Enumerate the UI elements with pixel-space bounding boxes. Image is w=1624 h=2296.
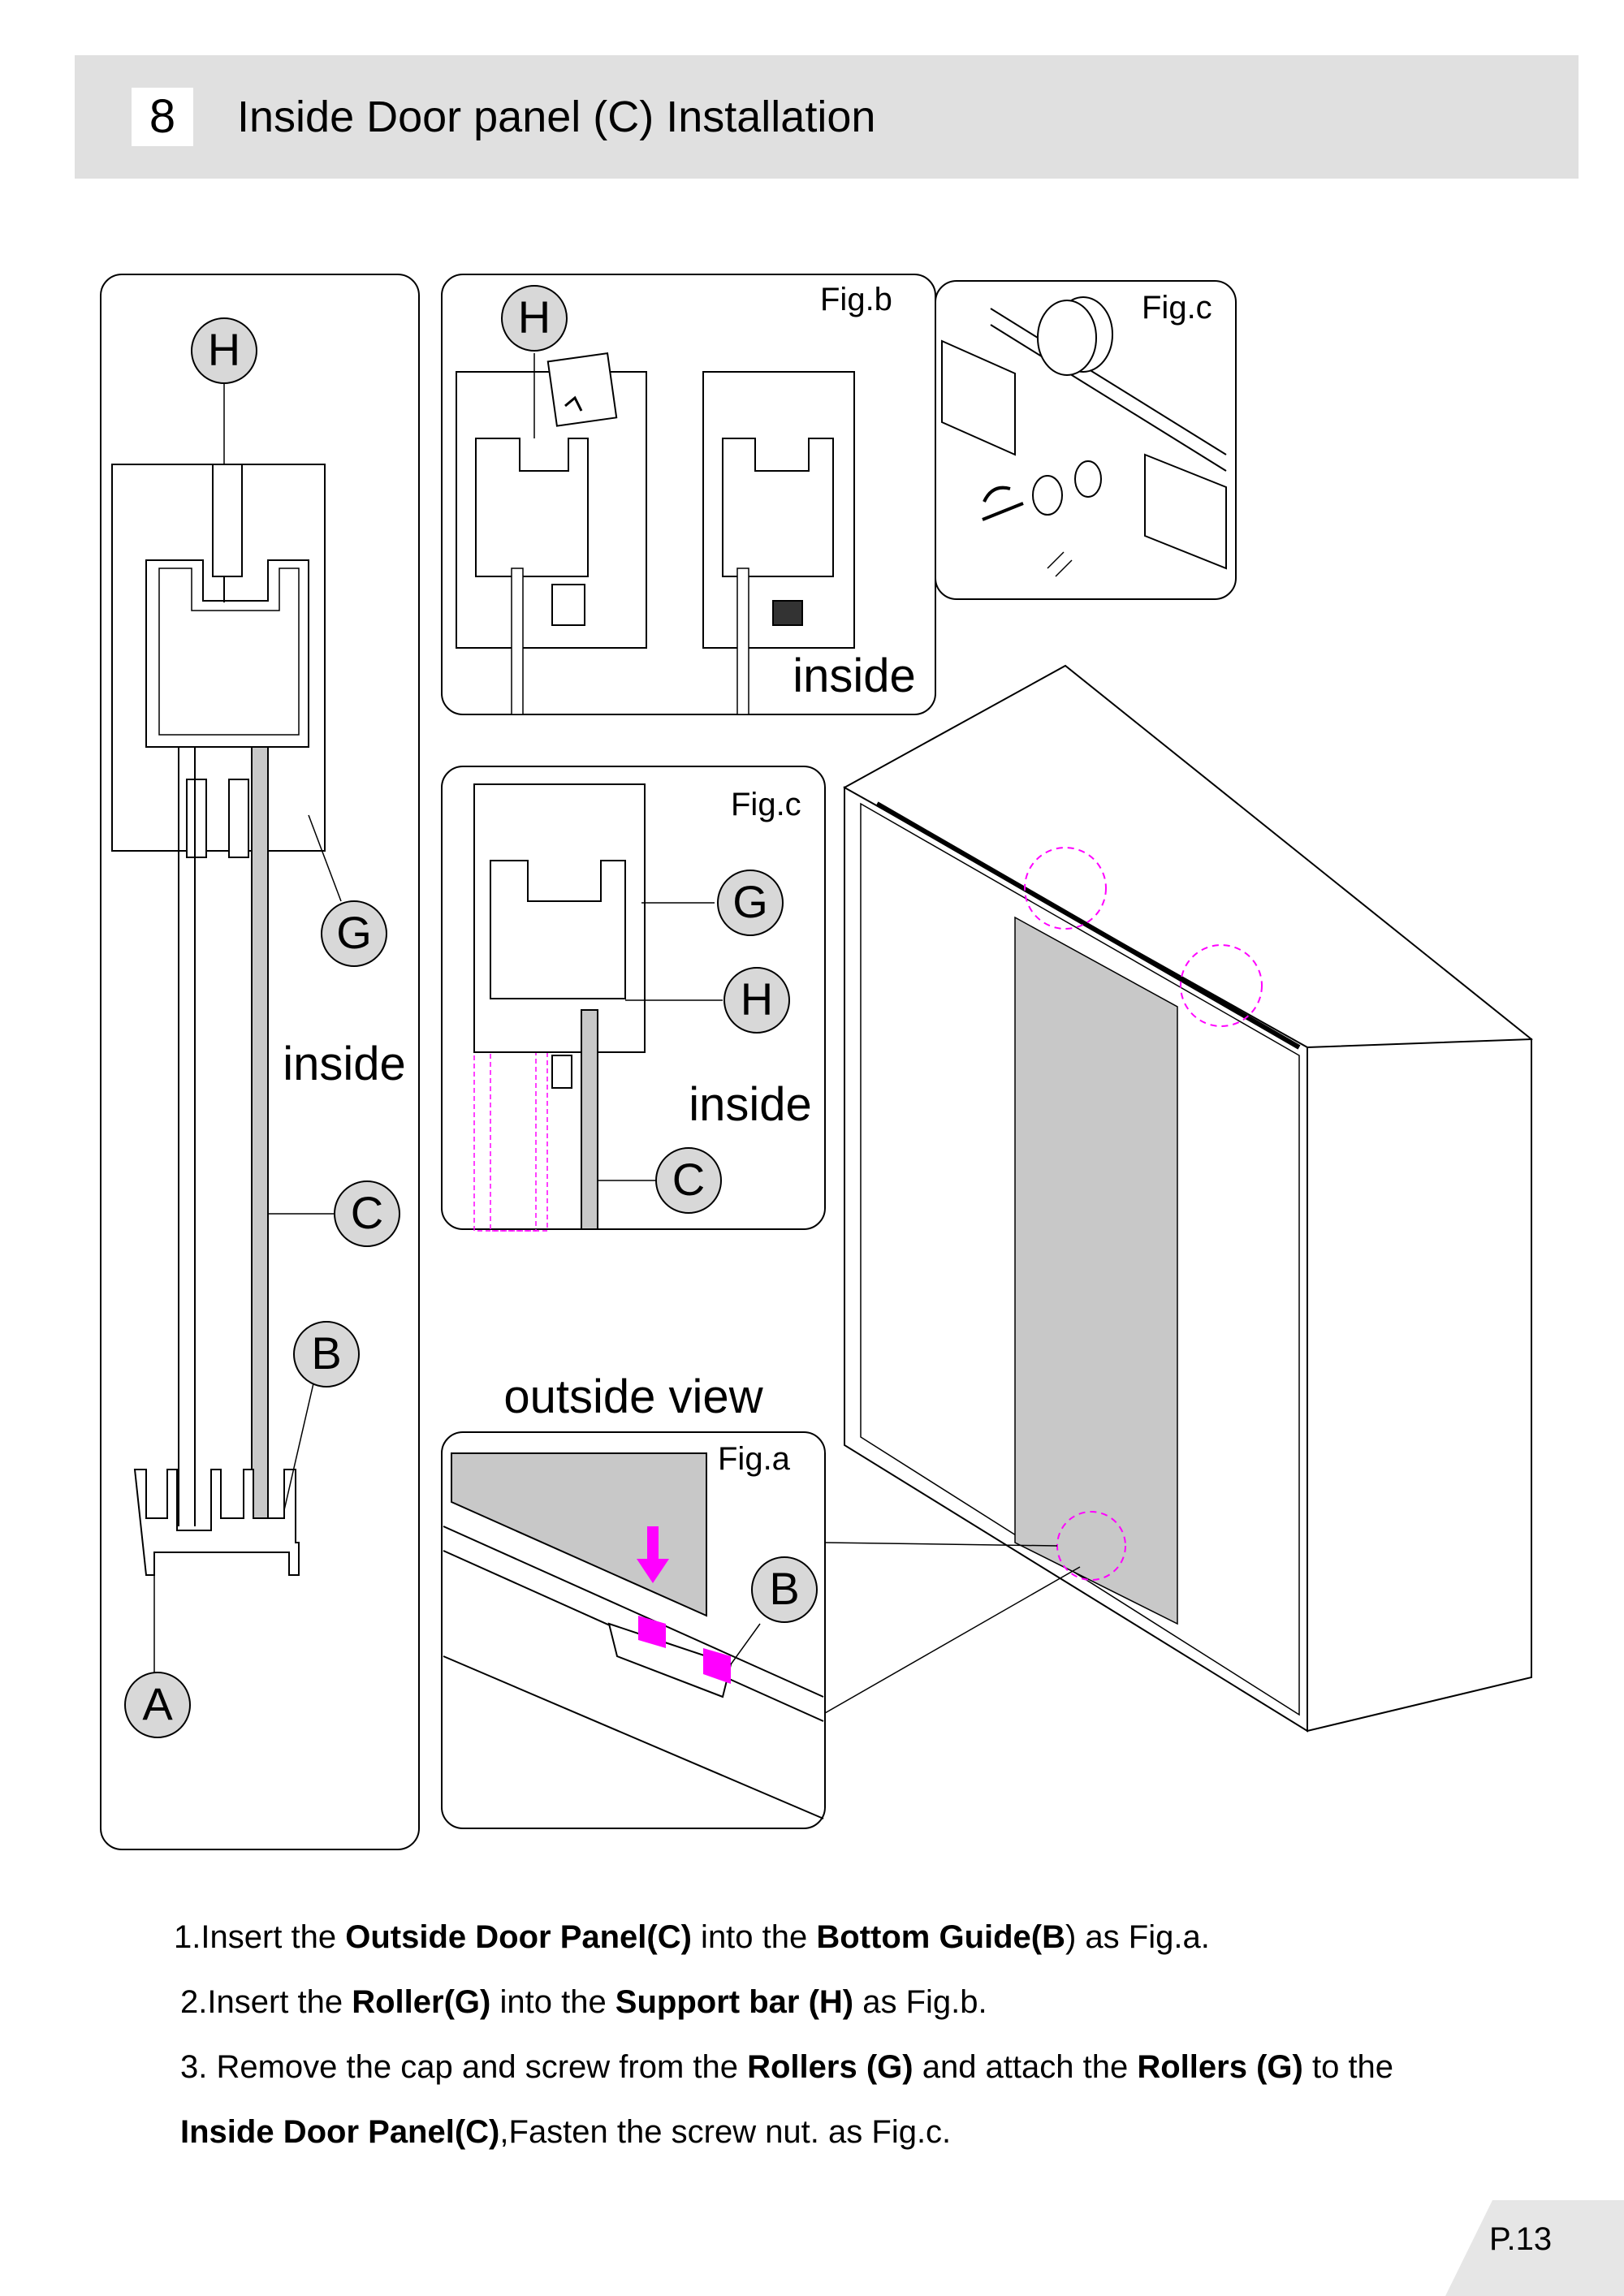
caption-fig-a: Fig.a: [718, 1441, 791, 1477]
callout-H: H: [208, 324, 240, 375]
left-section-panel: H G inside C B A: [100, 274, 420, 1850]
svg-text:B: B: [769, 1563, 799, 1614]
svg-text:H: H: [741, 973, 773, 1025]
label-inside-fig-b: inside: [793, 650, 916, 702]
svg-text:G: G: [732, 876, 768, 927]
fig-a-panel: outside view Fig.a B: [441, 1370, 826, 1829]
fig-c-mid-panel: Fig.c G H inside C: [441, 766, 826, 1232]
section-header: 8 Inside Door panel (C) Installation: [75, 55, 1579, 179]
label-outside-view: outside view: [503, 1370, 763, 1423]
shower-enclosure-illustration: [824, 664, 1533, 1733]
caption-fig-c-top: Fig.c: [1142, 290, 1212, 326]
fig-b-panel: Fig.b H inside: [441, 274, 936, 715]
instruction-step-1: 1.Insert the Outside Door Panel(C) into …: [174, 1919, 1210, 1955]
label-inside-fig-c: inside: [689, 1078, 812, 1131]
step-number: 8: [132, 88, 193, 146]
fig-c-top-panel: Fig.c: [935, 280, 1237, 600]
page-corner-tab: [1445, 2200, 1624, 2296]
page-title: Inside Door panel (C) Installation: [237, 93, 876, 141]
instruction-step-2: 2.Insert the Roller(G) into the Support …: [180, 1984, 987, 2020]
page-number: P.13: [1489, 2221, 1553, 2257]
callout-A: A: [142, 1678, 173, 1729]
callout-B: B: [311, 1327, 341, 1379]
installation-figure: H G inside C B A Fig.b H inside: [100, 274, 1533, 1850]
caption-fig-b: Fig.b: [820, 282, 892, 317]
caption-fig-c-mid: Fig.c: [731, 787, 801, 822]
instruction-step-3-continued: Inside Door Panel(C),Fasten the screw nu…: [180, 2114, 952, 2150]
instruction-step-3: 3. Remove the cap and screw from the Rol…: [180, 2049, 1394, 2085]
label-inside-left: inside: [283, 1038, 406, 1090]
svg-text:H: H: [518, 291, 551, 343]
callout-C: C: [351, 1187, 383, 1238]
svg-text:C: C: [672, 1154, 705, 1205]
callout-G: G: [336, 907, 372, 958]
